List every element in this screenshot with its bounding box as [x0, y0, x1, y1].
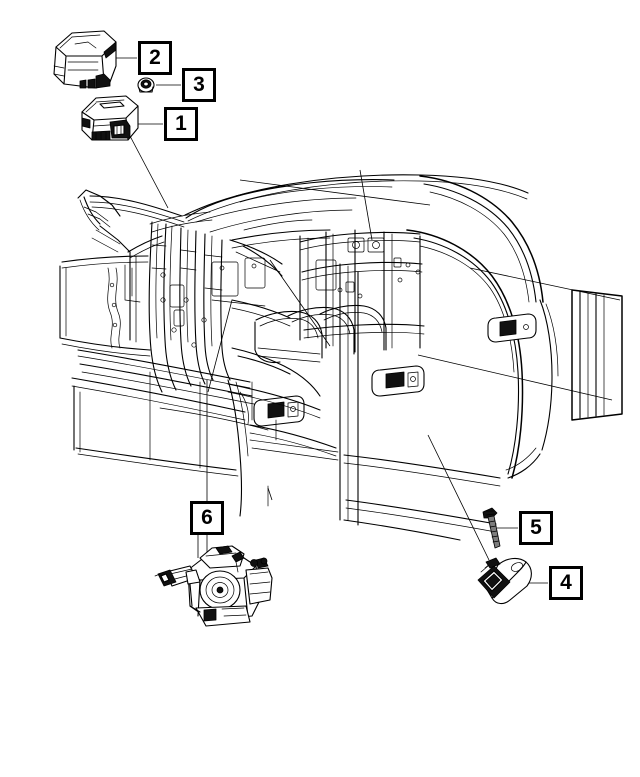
- callout-number-5: 5: [530, 516, 542, 539]
- callout-number-3: 3: [193, 73, 205, 96]
- callout-box-6[interactable]: 6: [190, 501, 224, 535]
- cab-body-structure: [59, 174, 623, 541]
- part-occupant-restraint-control-module: [81, 95, 139, 141]
- callout-box-1[interactable]: 1: [164, 107, 198, 141]
- callout-number-1: 1: [175, 112, 187, 135]
- callout-box-4[interactable]: 4: [549, 566, 583, 600]
- part-seat-belt-retractor: [154, 545, 273, 627]
- callout-box-3[interactable]: 3: [182, 68, 216, 102]
- callout-box-2[interactable]: 2: [138, 41, 172, 75]
- callout-number-4: 4: [560, 571, 572, 594]
- callout-number-6: 6: [201, 506, 213, 529]
- part-airbag-control-module-cover: [53, 30, 117, 89]
- part-side-impact-sensor: [477, 557, 532, 605]
- callout-box-5[interactable]: 5: [519, 511, 553, 545]
- part-mounting-nut: [137, 77, 155, 93]
- part-sensor-mounting-screw: [482, 507, 501, 549]
- callout-number-2: 2: [149, 46, 161, 69]
